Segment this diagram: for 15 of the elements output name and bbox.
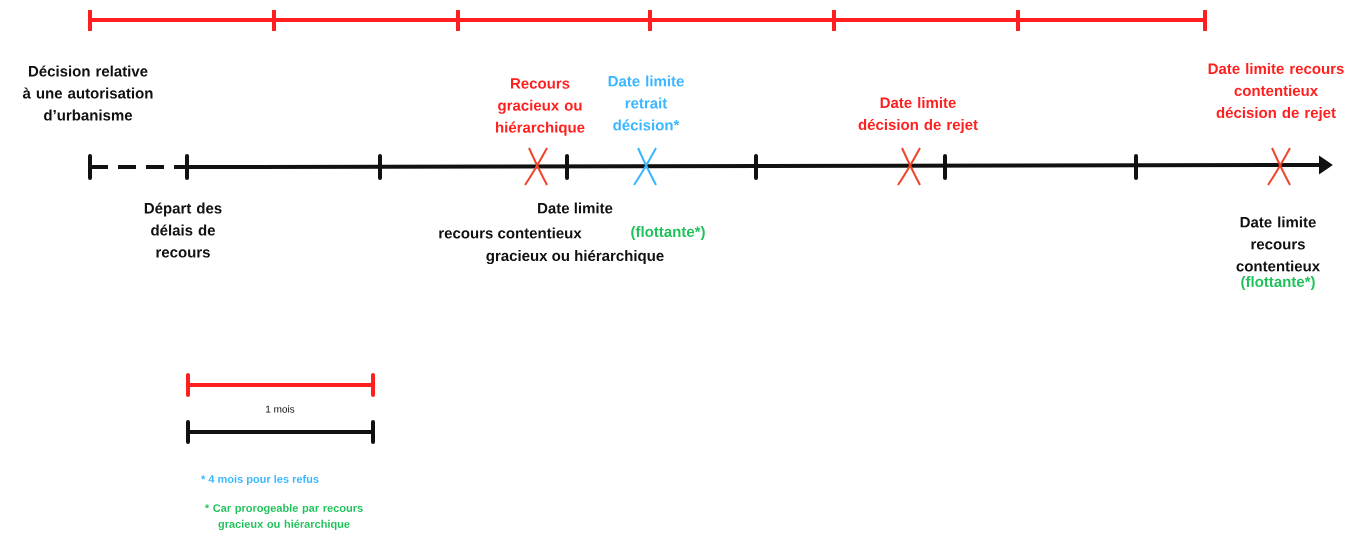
timeline-label: Date limite [538,202,613,214]
timeline-label: * 4 mois pour les refus [201,474,319,486]
timeline-label: Date limite décision de rejet [858,97,978,133]
timeline-label: gracieux ou hiérarchique [486,249,664,265]
timeline-label: Décision relative à une autorisation d’urbanisme [22,65,153,121]
timeline-label: Date limite retrait décision* [608,75,684,131]
timeline-label: Recours gracieux ou hiérarchique [496,78,585,136]
timeline-label: (flottante*) [1241,276,1315,290]
timeline-label: recours contentieux [439,227,582,239]
timeline-label: 1 mois [266,405,295,413]
timeline-label: Départ des délais de recours [144,202,222,258]
timeline-label: (flottante*) [631,226,705,240]
timeline-label: Date limite recours contentieux [1236,216,1320,272]
timeline-label: Date limite recours contentieux décision de rejet [1208,63,1344,121]
timeline-label: * Car prorogeable par recours gracieux ou hiérarchique [204,503,363,531]
